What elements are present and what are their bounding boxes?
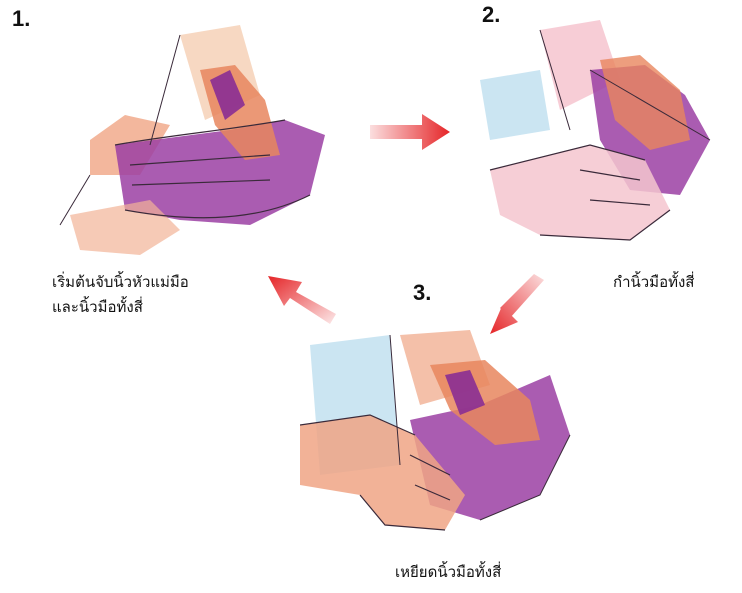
step-2-illustration	[480, 20, 740, 255]
step-3-caption: เหยียดนิ้วมือทั้งสี่	[395, 560, 501, 585]
step-1-illustration	[30, 25, 350, 260]
step-3-number: 3.	[413, 280, 431, 306]
step-2-caption: กำนิ้วมือทั้งสี่	[613, 270, 694, 295]
step-1-caption-line-2: และนิ้วมือทั้งสี่	[52, 295, 189, 320]
step-1-caption-line-1: เริ่มต้นจับนิ้วหัวแม่มือ	[52, 270, 189, 295]
step-3-illustration	[300, 325, 590, 550]
step-1-number: 1.	[12, 6, 30, 32]
step-1-caption: เริ่มต้นจับนิ้วหัวแม่มือ และนิ้วมือทั้งส…	[52, 270, 189, 320]
arrow-up-left-icon	[266, 270, 338, 326]
arrow-down-left-icon	[486, 274, 548, 338]
arrow-right-icon	[370, 112, 454, 152]
